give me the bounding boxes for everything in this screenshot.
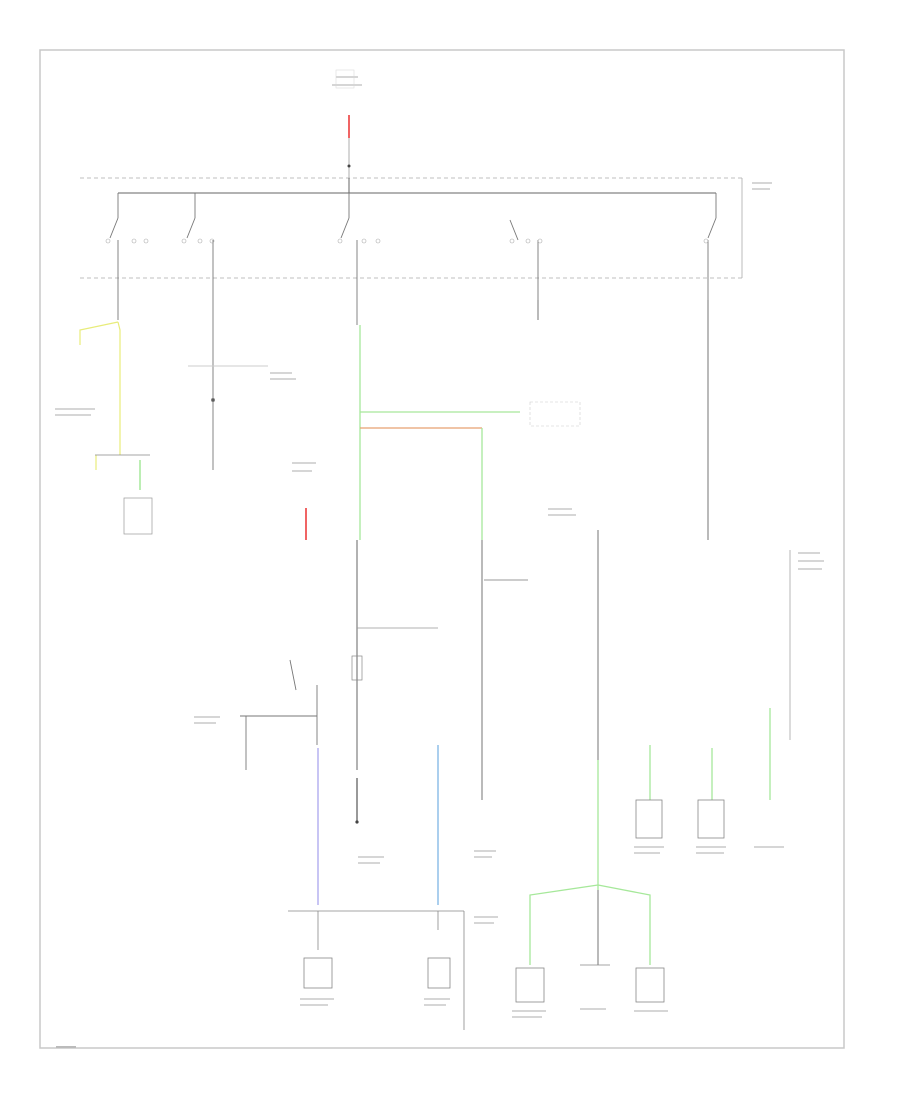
top-power-source [335, 69, 355, 178]
bottom-left-components [303, 957, 451, 989]
diagram-frame [39, 49, 845, 1049]
green-fanout [529, 530, 713, 965]
label-placeholders [55, 76, 824, 1048]
fuse-block-boundary [80, 177, 743, 279]
far-right-connector [769, 550, 791, 800]
right-components [515, 799, 725, 1003]
fuse-switches [109, 193, 717, 300]
left-branch [79, 300, 153, 535]
ground-bar [288, 910, 465, 1030]
lower-left-switch [240, 659, 318, 770]
second-branch [188, 300, 268, 470]
fuse-symbols [105, 238, 709, 244]
central-branch [351, 300, 581, 824]
right-mid-branch [481, 300, 539, 800]
